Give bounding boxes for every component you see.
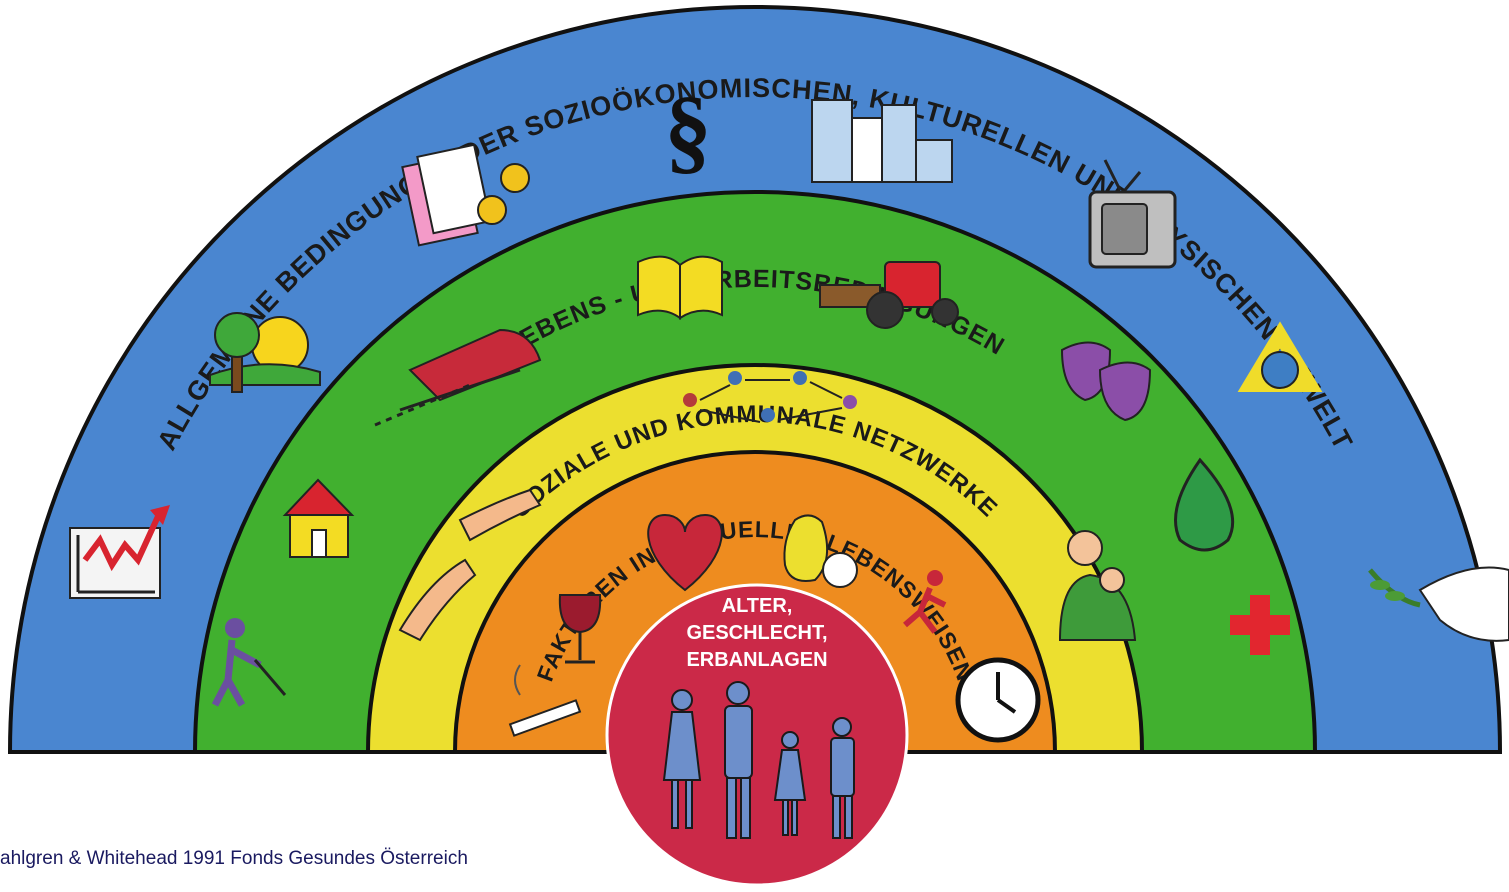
worker-icon: [211, 618, 287, 707]
clock-icon: [955, 657, 1041, 743]
book-icon: [637, 255, 723, 320]
wine-glass-icon: [558, 594, 602, 664]
dove-icon: [1368, 566, 1509, 642]
source-credit: ahlgren & Whitehead 1991 Fonds Gesundes …: [0, 848, 468, 869]
runner-icon: [903, 570, 947, 634]
tree-sun-icon: [209, 312, 321, 393]
cigarette-icon: [508, 664, 582, 737]
family-icon: [662, 681, 855, 839]
recycle-icon: [1237, 321, 1323, 392]
handshake-icon: [398, 488, 542, 642]
heart-icon: [647, 513, 723, 592]
network-icon: [683, 371, 857, 423]
family-hug-icon: [1058, 530, 1137, 641]
core-label-line-3: ERBANLAGEN: [686, 649, 827, 671]
tractor-icon: [819, 261, 959, 329]
house-icon: [282, 478, 355, 558]
red-cross-icon: [1230, 595, 1290, 655]
svg-text:§: §: [664, 77, 712, 183]
paragraph-icon: §: [664, 77, 712, 183]
theatre-masks-icon: [1060, 341, 1152, 422]
tv-icon: [1088, 159, 1177, 269]
train-icon: [374, 328, 542, 427]
water-icon: [1174, 457, 1235, 552]
fruit-icon: [783, 514, 858, 588]
chart-icon: [69, 505, 170, 599]
core-label-line-2: GESCHLECHT,: [686, 622, 827, 644]
city-icon: [811, 99, 953, 183]
money-icon: [401, 143, 530, 247]
core-label-line-1: ALTER,: [722, 595, 793, 617]
